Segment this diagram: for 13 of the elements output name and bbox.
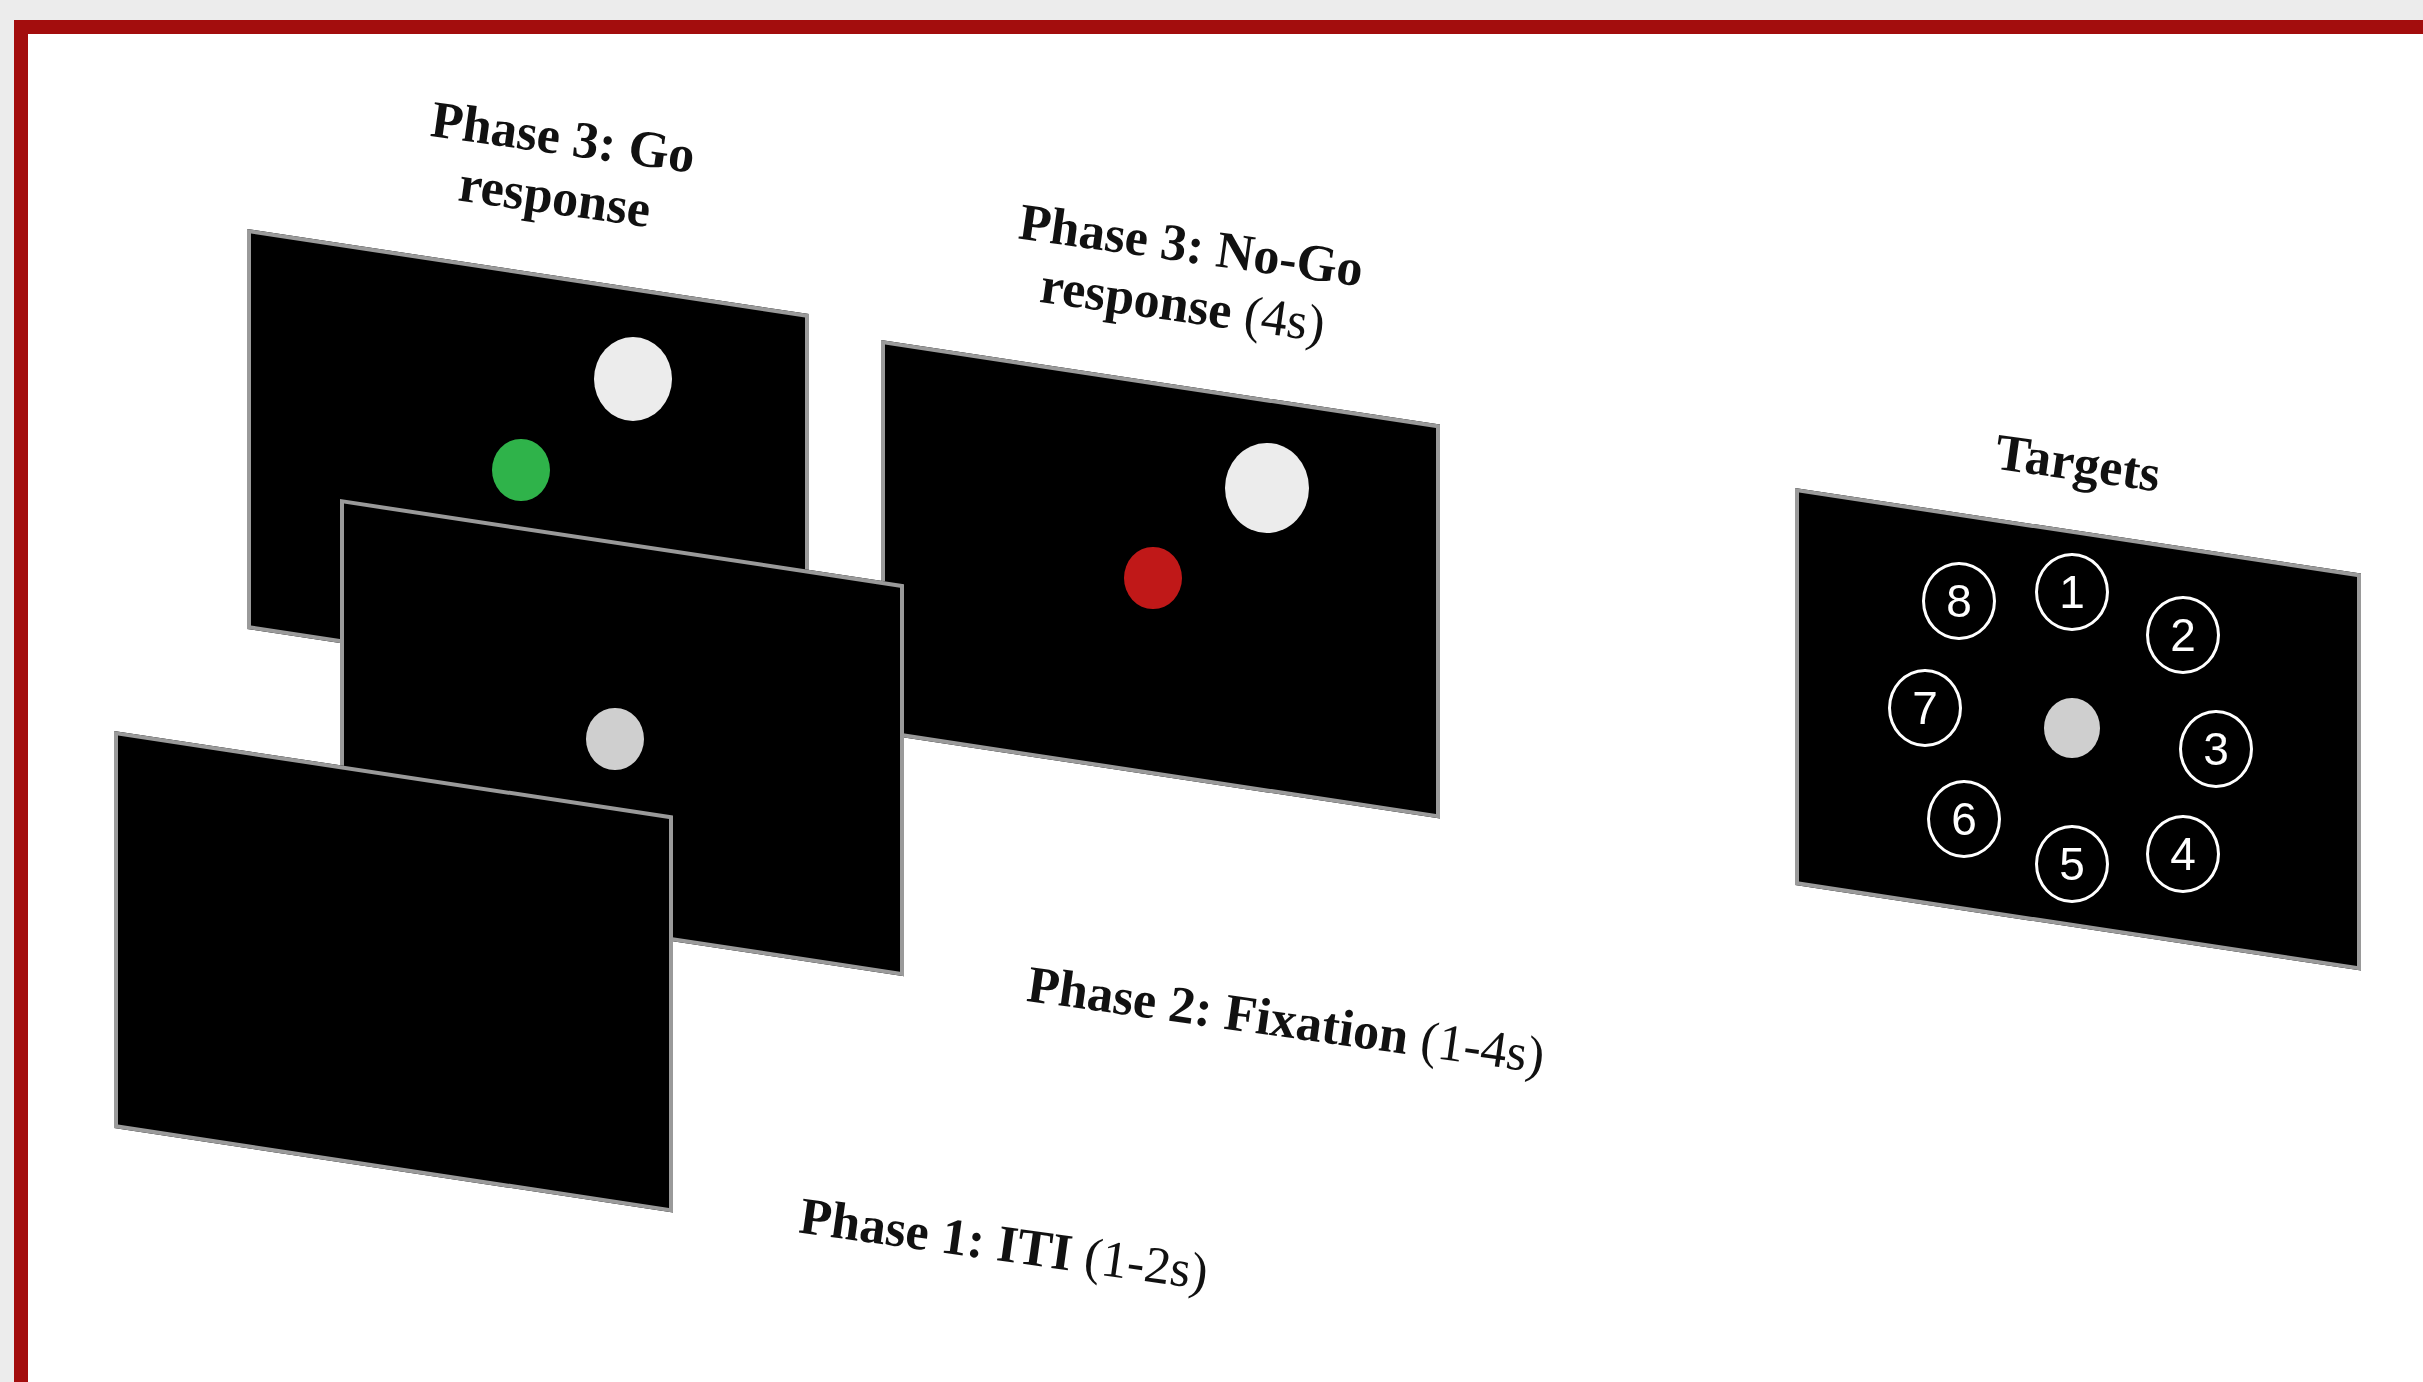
phase-heading: Phase 3: No-Go response (4s) xyxy=(1014,191,1368,355)
numbered-target: 2 xyxy=(2146,595,2220,675)
phase-heading: Phase 1: ITI (1-2s) xyxy=(796,1185,1212,1303)
phase-heading: Targets xyxy=(1991,421,2165,505)
phase-heading: Phase 3: Go response xyxy=(426,89,700,240)
numbered-target: 1 xyxy=(2035,552,2109,632)
numbered-target: 8 xyxy=(1922,561,1996,641)
numbered-target: 4 xyxy=(2146,814,2220,894)
numbered-target: 3 xyxy=(2179,709,2253,789)
numbered-target: 7 xyxy=(1888,668,1962,748)
numbered-target: 6 xyxy=(1927,779,2001,859)
numbered-target: 5 xyxy=(2035,824,2109,904)
phase-heading: Phase 2: Fixation (1-4s) xyxy=(1023,954,1549,1086)
